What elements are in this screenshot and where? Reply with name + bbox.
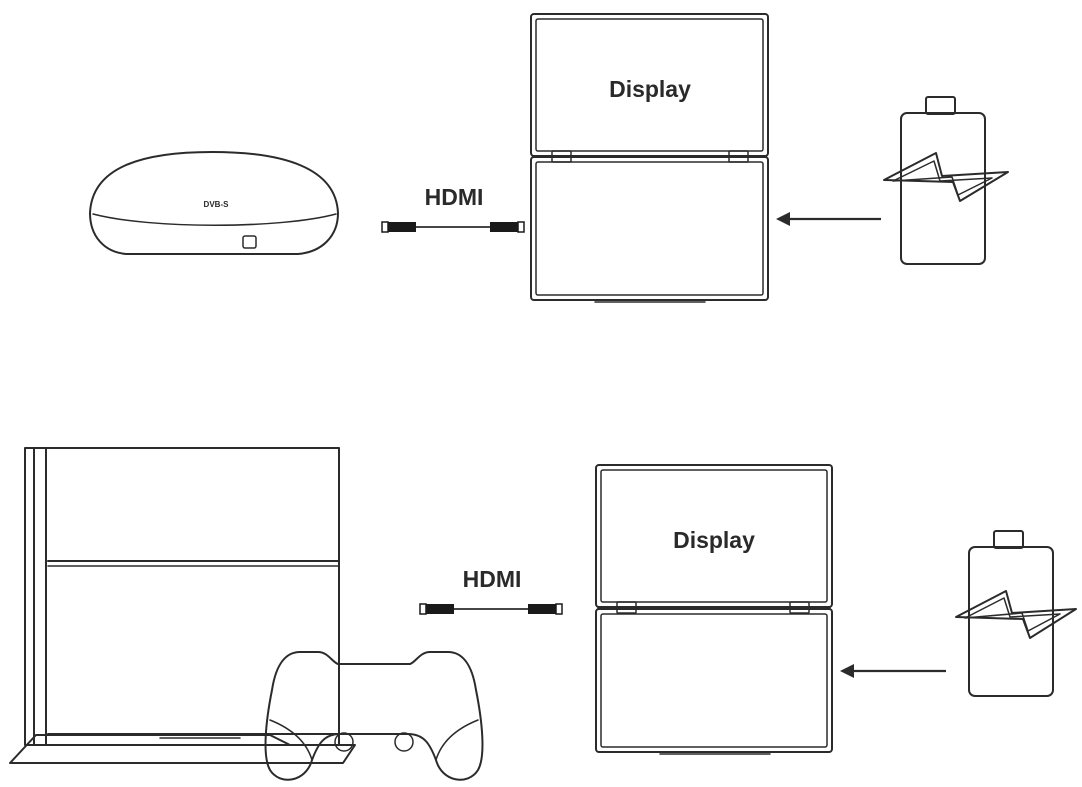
power-arrow-icon — [840, 664, 946, 678]
hdmi-label: HDMI — [425, 184, 484, 210]
battery-charging-icon — [955, 530, 1077, 697]
dual-display-icon: Display — [530, 13, 769, 303]
setup-2: HDMI Display — [9, 447, 1077, 781]
display-label: Display — [609, 76, 691, 102]
hdmi-cable-icon — [419, 603, 563, 615]
dual-display-icon: Display — [595, 464, 833, 755]
tv-box-icon: DVB-S — [89, 151, 339, 255]
battery-charging-icon — [883, 96, 1009, 265]
hdmi-label: HDMI — [463, 566, 522, 592]
tv-box-logo: DVB-S — [204, 200, 230, 209]
game-console-icon — [9, 447, 356, 764]
setup-1: DVB-S HDMI Display — [89, 13, 1009, 303]
power-arrow-icon — [776, 212, 881, 226]
display-label: Display — [673, 527, 755, 553]
hdmi-cable-icon — [381, 221, 525, 233]
game-controller-icon — [264, 651, 484, 781]
